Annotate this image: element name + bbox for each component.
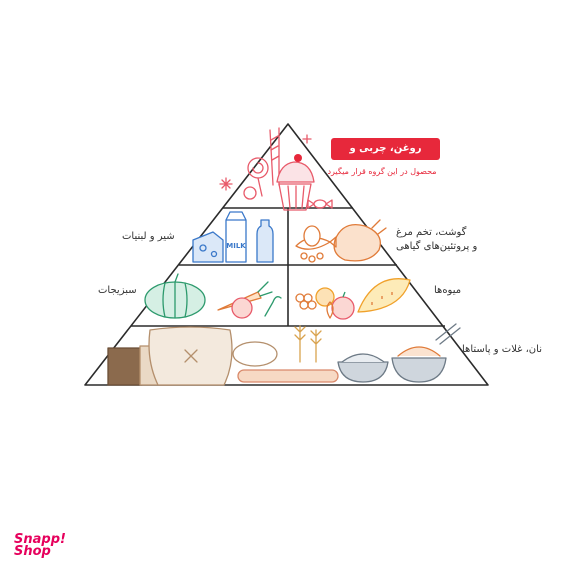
- dairy-label: شیر و لبنیات: [122, 231, 175, 242]
- tomato-icon: [231, 297, 253, 319]
- grains-illustration: [107, 323, 461, 386]
- logo-line2: Shop: [14, 544, 51, 559]
- snapp-shop-logo: Snapp! Shop: [14, 532, 66, 559]
- melon-icon: [357, 278, 411, 313]
- grapes-icon: [295, 293, 317, 310]
- fruits-illustration: [295, 278, 411, 320]
- apple-icon: [331, 291, 355, 320]
- pyramid-frame: [84, 123, 489, 386]
- flour-sack-icon: [148, 326, 233, 386]
- sweets-illustration: [219, 127, 333, 211]
- cheese-icon: [192, 231, 224, 263]
- vegetables-illustration: [144, 273, 282, 319]
- pasta-bowl-icon: [391, 323, 461, 383]
- roast-chicken-icon: [333, 219, 387, 262]
- vegetables-label: سبزیجات: [98, 285, 137, 296]
- rice-bowl-icon: [337, 353, 389, 383]
- wrapped-candy-icon: [307, 199, 333, 209]
- pumpkin-icon: [144, 273, 206, 319]
- dairy-illustration: [192, 211, 274, 263]
- milk-carton-icon: [225, 211, 247, 263]
- bread-rolls-icon: [232, 341, 339, 383]
- protein-label-line2: و پروتئین‌های گیاهی: [396, 241, 478, 252]
- pear-icon: [326, 301, 334, 319]
- oils-sweets-title: روغن، چربی و شیرینی: [331, 138, 440, 176]
- fruits-label: میوه‌ها: [434, 285, 462, 296]
- cupcake-icon: [276, 154, 315, 211]
- logo-line1: Snapp!: [14, 532, 66, 547]
- sparkle-icon: [219, 134, 312, 191]
- milk-bottle-icon: [256, 219, 274, 263]
- egg-icon: [303, 225, 321, 247]
- grains-label: نان، غلات و پاستاها: [462, 344, 542, 355]
- wheat-icon: [294, 325, 322, 363]
- protein-illustration: [295, 219, 387, 263]
- leaf-icon: [264, 296, 282, 317]
- oils-sweets-subtitle: محصول در این گروه قرار میگیرد: [327, 167, 437, 176]
- beans-icon: [300, 252, 324, 263]
- orange-icon: [315, 287, 335, 307]
- lollipop-icon: [243, 157, 269, 200]
- milk-label: MILK: [226, 242, 246, 250]
- protein-label-line1: گوشت، تخم مرغ: [396, 227, 467, 238]
